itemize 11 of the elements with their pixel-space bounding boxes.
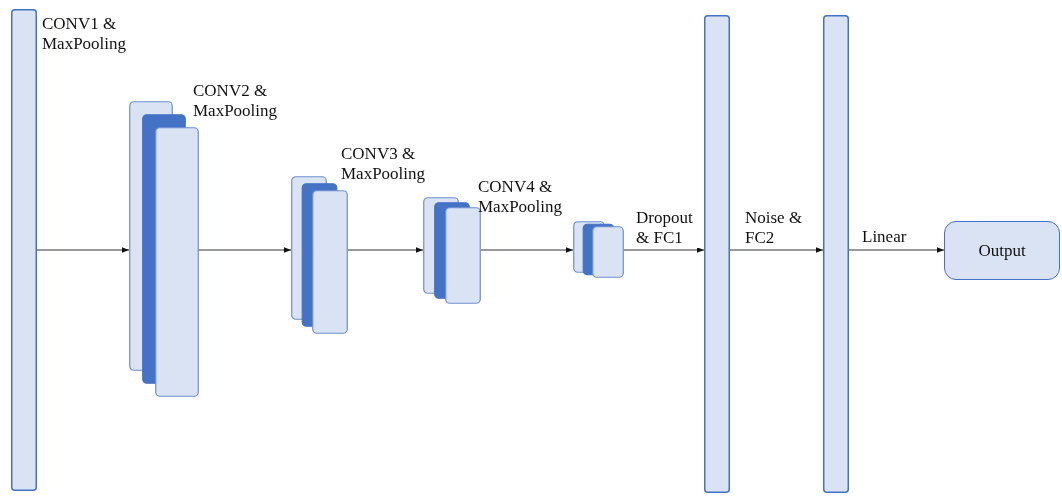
arrow	[729, 247, 824, 253]
layer-label: CONV3 & MaxPooling	[341, 144, 427, 184]
layer-label: CONV4 & MaxPooling	[478, 177, 564, 217]
node-label: Output	[978, 240, 1026, 261]
arrow	[848, 247, 945, 253]
arrow	[347, 247, 424, 253]
arrow	[623, 247, 705, 253]
arrow	[36, 247, 130, 253]
arrow	[480, 247, 574, 253]
layer-label: CONV2 & MaxPooling	[193, 81, 279, 121]
layer-label: CONV1 & MaxPooling	[42, 14, 128, 54]
